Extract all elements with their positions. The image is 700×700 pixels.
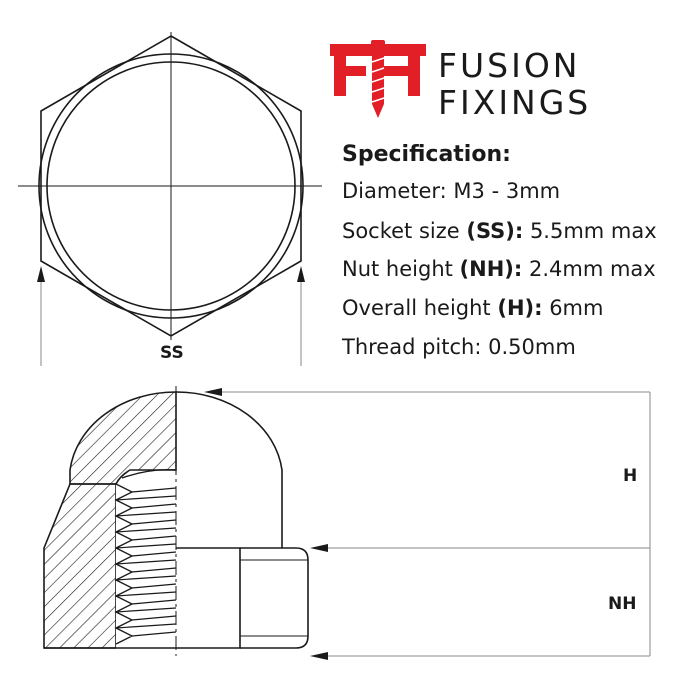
spec-item-socket-size: Socket size (SS): 5.5mm max <box>342 221 657 242</box>
top-view-hexagon <box>18 32 322 340</box>
spec-label: Thread pitch: <box>342 335 489 359</box>
brand-name-line-2: FIXINGS <box>438 83 592 122</box>
spec-value: 5.5mm max <box>523 219 657 243</box>
spec-item-diameter: Diameter: M3 - 3mm <box>342 181 560 202</box>
spec-key: (H): <box>497 296 543 320</box>
brand-name-line-1: FUSION <box>438 46 581 85</box>
spec-label: Overall height <box>342 296 498 320</box>
spec-item-thread-pitch: Thread pitch: 0.50mm <box>342 337 576 358</box>
ff-screw-logo-icon <box>330 40 426 118</box>
spec-value: 6mm <box>542 296 604 320</box>
dimension-label-h: H <box>623 466 638 486</box>
ss-dimension-line <box>37 266 305 366</box>
spec-item-overall-height: Overall height (H): 6mm <box>342 298 603 319</box>
side-view-section-half <box>43 391 177 650</box>
dimension-label-ss: SS <box>160 343 184 363</box>
spec-title: Specification: <box>342 142 511 167</box>
spec-key: (NH): <box>459 257 523 281</box>
side-view-exterior-half <box>175 386 309 656</box>
spec-value: M3 - 3mm <box>453 179 561 203</box>
spec-key: (SS): <box>466 219 524 243</box>
spec-label: Diameter: <box>342 179 454 203</box>
dimension-label-nh: NH <box>608 594 637 614</box>
spec-value: 2.4mm max <box>522 257 656 281</box>
h-nh-dimension-lines <box>204 388 651 660</box>
spec-label: Nut height <box>342 257 460 281</box>
spec-value: 0.50mm <box>488 335 576 359</box>
spec-item-nut-height: Nut height (NH): 2.4mm max <box>342 259 656 280</box>
spec-label: Socket size <box>342 219 467 243</box>
